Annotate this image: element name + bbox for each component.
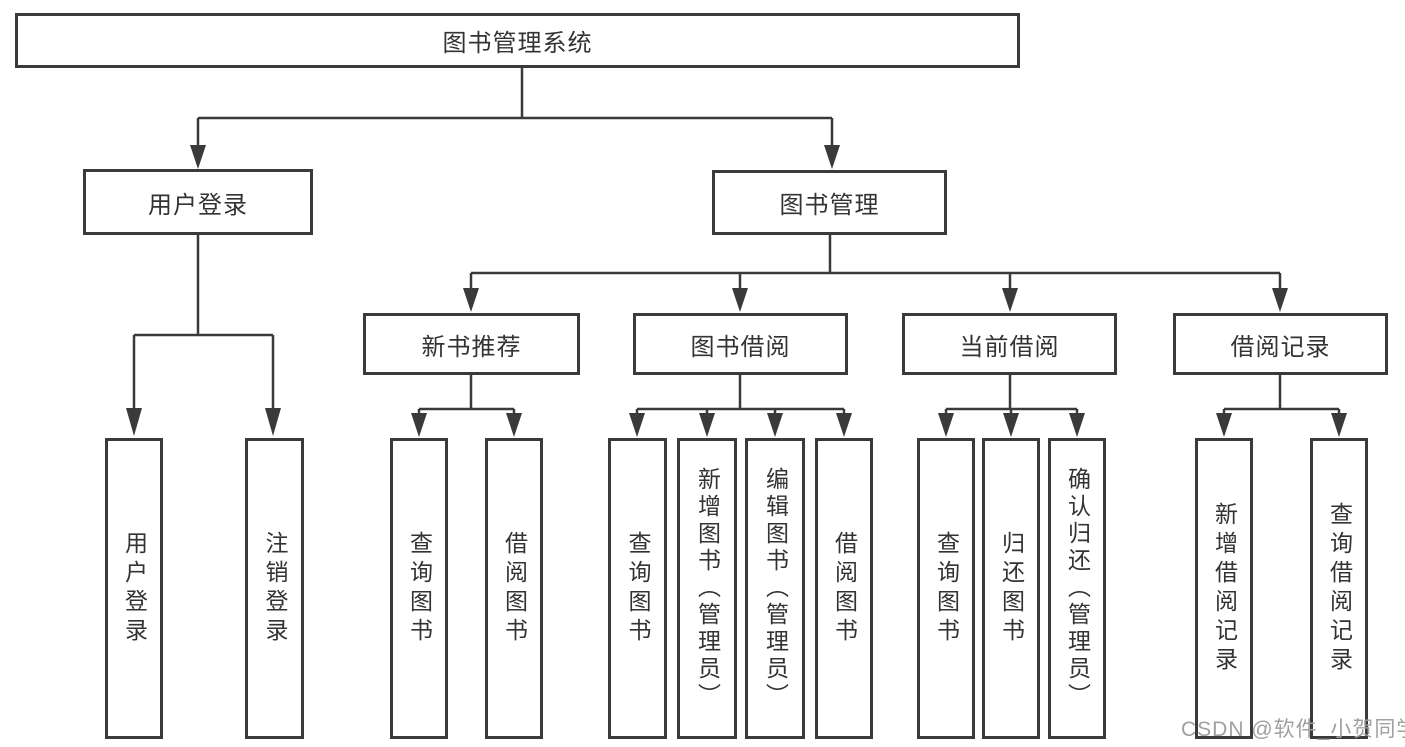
node-bb-borrow-books-label: 借阅图书 bbox=[831, 530, 858, 647]
node-br-query-record: 查询借阅记录 bbox=[1310, 438, 1368, 739]
node-current-borrowing-label: 当前借阅 bbox=[959, 333, 1060, 361]
node-book-borrowing: 图书借阅 bbox=[633, 313, 848, 375]
node-logout: 注销登录 bbox=[245, 438, 304, 739]
node-cb-query-books-label: 查询图书 bbox=[933, 530, 960, 647]
node-new-book-recommend-label: 新书推荐 bbox=[421, 333, 522, 361]
node-cb-confirm-return-admin: 确认归还（管理员） bbox=[1048, 438, 1106, 739]
node-nbr-query-books: 查询图书 bbox=[390, 438, 448, 739]
csdn-watermark: CSDN @软件_小贺同学 bbox=[1181, 718, 1405, 741]
arrowheads bbox=[126, 145, 1347, 437]
node-br-add-record: 新增借阅记录 bbox=[1195, 438, 1253, 739]
node-book-borrowing-label: 图书借阅 bbox=[690, 333, 791, 361]
node-bb-add-books-admin-label: 新增图书（管理员） bbox=[694, 467, 721, 710]
node-user-login-label: 用户登录 bbox=[148, 191, 248, 219]
node-logout-label: 注销登录 bbox=[262, 530, 288, 647]
node-cb-confirm-return-admin-label: 确认归还（管理员） bbox=[1064, 467, 1091, 710]
node-bb-query-books: 查询图书 bbox=[608, 438, 667, 739]
node-cb-return-books: 归还图书 bbox=[982, 438, 1040, 739]
node-nbr-borrow-books-label: 借阅图书 bbox=[501, 530, 528, 647]
node-root: 图书管理系统 bbox=[15, 13, 1020, 68]
node-cb-query-books: 查询图书 bbox=[917, 438, 975, 739]
node-nbr-borrow-books: 借阅图书 bbox=[485, 438, 543, 739]
node-user-login: 用户登录 bbox=[83, 169, 313, 235]
node-current-borrowing: 当前借阅 bbox=[902, 313, 1117, 375]
node-bb-query-books-label: 查询图书 bbox=[625, 530, 651, 647]
node-bb-edit-books-admin-label: 编辑图书（管理员） bbox=[762, 467, 789, 710]
node-borrow-records-label: 借阅记录 bbox=[1230, 333, 1331, 361]
node-bb-add-books-admin: 新增图书（管理员） bbox=[677, 438, 737, 739]
node-user-login-action-label: 用户登录 bbox=[121, 530, 148, 647]
node-root-label: 图书管理系统 bbox=[442, 30, 593, 57]
node-bb-borrow-books: 借阅图书 bbox=[815, 438, 873, 739]
node-new-book-recommend: 新书推荐 bbox=[363, 313, 580, 375]
node-br-query-record-label: 查询借阅记录 bbox=[1326, 501, 1353, 676]
node-br-add-record-label: 新增借阅记录 bbox=[1211, 501, 1238, 676]
node-book-management-label: 图书管理 bbox=[779, 192, 880, 219]
node-user-login-action: 用户登录 bbox=[105, 438, 163, 739]
node-cb-return-books-label: 归还图书 bbox=[998, 530, 1025, 647]
node-book-management: 图书管理 bbox=[712, 170, 947, 235]
node-borrow-records: 借阅记录 bbox=[1173, 313, 1388, 375]
node-bb-edit-books-admin: 编辑图书（管理员） bbox=[745, 438, 805, 739]
node-nbr-query-books-label: 查询图书 bbox=[406, 530, 433, 647]
